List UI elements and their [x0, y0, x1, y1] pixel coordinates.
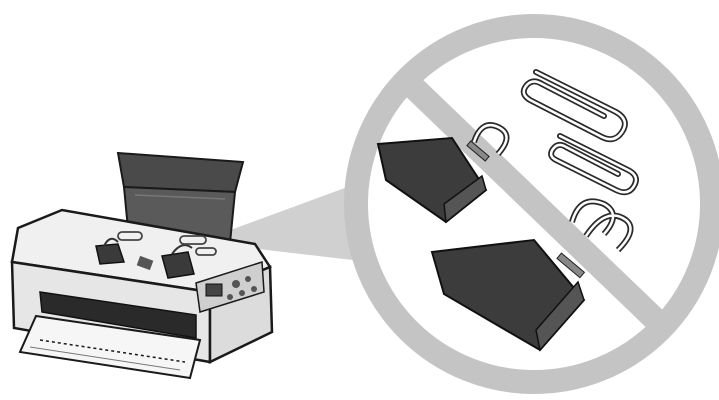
printer-icon — [12, 153, 272, 378]
paper-support — [118, 153, 243, 192]
